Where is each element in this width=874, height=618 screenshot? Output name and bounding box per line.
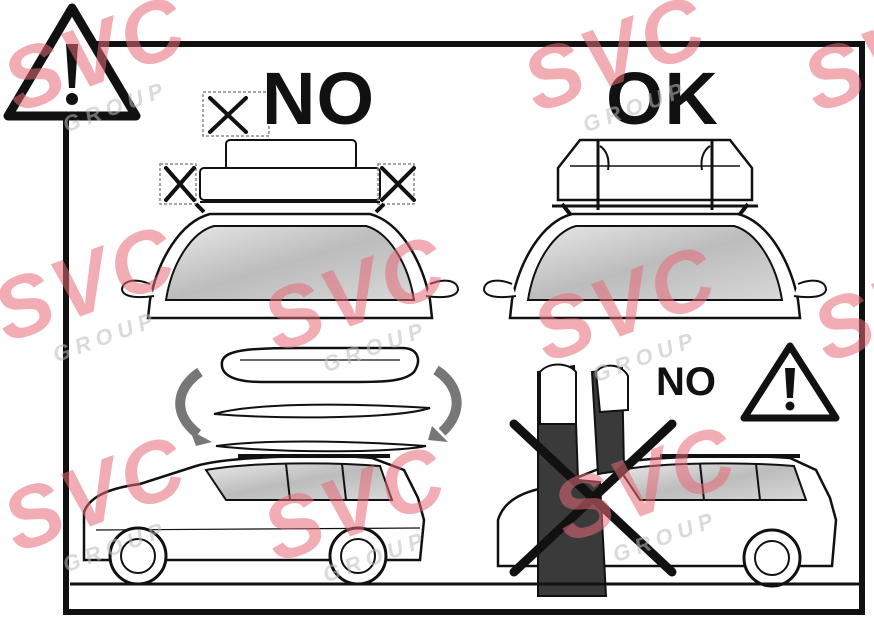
ok-label-top: OK — [606, 62, 719, 136]
car-front-ok — [484, 140, 826, 318]
car-side-with-boat — [84, 348, 457, 584]
no-label-bottom: NO — [656, 362, 716, 402]
warning-triangle-icon — [8, 8, 136, 116]
no-label-top: NO — [262, 62, 375, 136]
warning-triangle-icon — [744, 346, 836, 418]
